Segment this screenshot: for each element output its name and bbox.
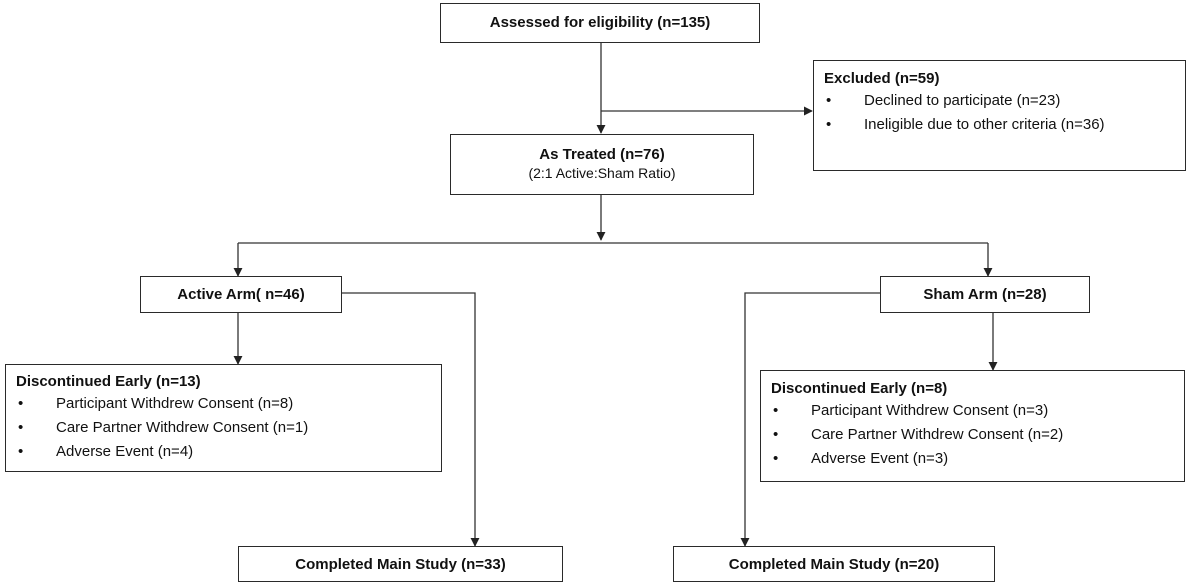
treated-box: As Treated (n=76) (2:1 Active:Sham Ratio…	[450, 134, 754, 195]
sham-arm-box: Sham Arm (n=28)	[880, 276, 1090, 313]
sham-to-completed-line	[740, 292, 880, 547]
active-discontinued-title: Discontinued Early (n=13)	[16, 373, 201, 390]
sham-discontinued-item: Adverse Event (n=3)	[771, 449, 1174, 468]
assessed-label: Assessed for eligibility (n=135)	[489, 14, 711, 31]
treated-title: As Treated (n=76)	[539, 146, 665, 163]
assessed-box: Assessed for eligibility (n=135)	[440, 3, 760, 43]
active-to-completed-line	[342, 292, 480, 547]
active-discontinued-item: Care Partner Withdrew Consent (n=1)	[16, 418, 431, 437]
active-arm-label: Active Arm( n=46)	[177, 286, 305, 303]
active-discontinued-item: Adverse Event (n=4)	[16, 442, 431, 461]
active-arm-box: Active Arm( n=46)	[140, 276, 342, 313]
sham-discontinued-item: Care Partner Withdrew Consent (n=2)	[771, 425, 1174, 444]
sham-discontinued-box: Discontinued Early (n=8) Participant Wit…	[760, 370, 1185, 482]
excluded-item: Declined to participate (n=23)	[824, 91, 1175, 110]
sham-completed-label: Completed Main Study (n=20)	[728, 556, 940, 573]
treated-subtitle: (2:1 Active:Sham Ratio)	[528, 165, 676, 181]
sham-arm-label: Sham Arm (n=28)	[923, 286, 1047, 303]
active-completed-box: Completed Main Study (n=33)	[238, 546, 563, 582]
active-completed-label: Completed Main Study (n=33)	[295, 556, 506, 573]
active-discontinued-item: Participant Withdrew Consent (n=8)	[16, 394, 431, 413]
sham-completed-box: Completed Main Study (n=20)	[673, 546, 995, 582]
excluded-title: Excluded (n=59)	[824, 70, 940, 87]
sham-discontinued-item: Participant Withdrew Consent (n=3)	[771, 401, 1174, 420]
active-discontinued-box: Discontinued Early (n=13) Participant Wi…	[5, 364, 442, 472]
sham-discontinued-title: Discontinued Early (n=8)	[771, 380, 948, 397]
excluded-box: Excluded (n=59) Declined to participate …	[813, 60, 1186, 171]
excluded-item: Ineligible due to other criteria (n=36)	[824, 115, 1175, 134]
